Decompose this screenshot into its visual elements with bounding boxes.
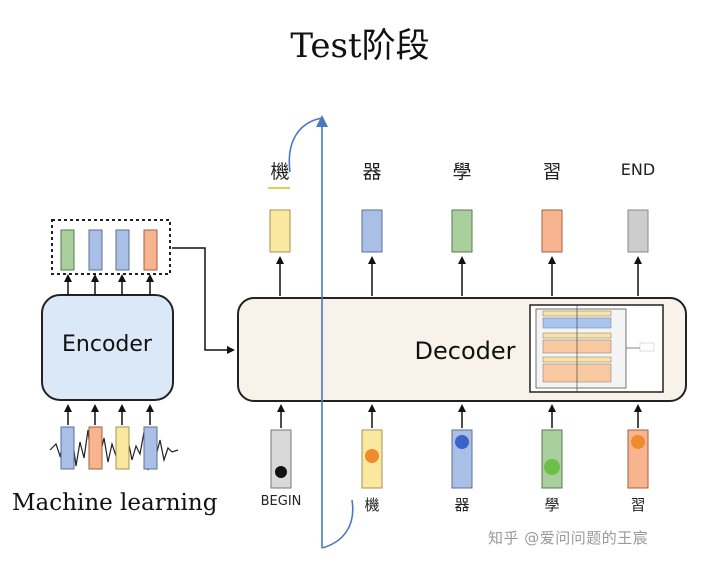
encoder-to-decoder-connector — [172, 247, 235, 354]
encoder-input-block-yellow — [115, 426, 130, 470]
decoder-label: Decoder — [414, 337, 516, 365]
feedback-arrow — [288, 115, 354, 549]
encoder-output-block-blue-1 — [88, 229, 103, 271]
output-token-2: 器 — [362, 161, 382, 183]
page-title: Test阶段 — [290, 26, 430, 66]
output-token-end: END — [620, 160, 656, 179]
output-block-yellow — [269, 209, 291, 253]
input-token-2: 機 — [364, 496, 380, 514]
input-block-gray — [270, 429, 292, 489]
transformer-decoder-thumbnail — [529, 304, 664, 393]
output-block-gray — [627, 209, 649, 253]
input-token-3: 器 — [454, 496, 470, 514]
encoder-output-block-green — [60, 229, 75, 271]
input-token-4: 學 — [544, 496, 560, 514]
input-dot-green — [544, 459, 560, 475]
output-block-orange — [541, 209, 563, 253]
encoder-input-block-blue-1 — [60, 426, 75, 470]
encoder-input-block-orange — [88, 426, 103, 470]
encoder-label: Encoder — [62, 332, 152, 357]
encoder-output-arrows — [64, 274, 154, 295]
input-dot-blue — [455, 435, 469, 449]
input-dot-orange — [365, 449, 379, 463]
input-token-5: 習 — [630, 496, 646, 514]
caption-text: Machine learning — [12, 490, 218, 516]
input-dot-orange-2 — [631, 435, 645, 449]
output-token-4: 習 — [542, 161, 562, 183]
output-token-1: 機 — [270, 161, 290, 183]
encoder-output-block-blue-2 — [115, 229, 130, 271]
output-token-3: 學 — [452, 161, 472, 183]
output-block-blue — [361, 209, 383, 253]
encoder-output-group — [51, 219, 171, 275]
decoder-input-arrows — [277, 404, 642, 428]
decoder-output-arrows — [276, 256, 642, 296]
encoder-input-arrows — [64, 404, 154, 425]
watermark: 知乎 @爱问问题的王宸 — [488, 529, 649, 547]
encoder-box — [41, 294, 174, 401]
output-block-green — [451, 209, 473, 253]
input-token-begin: BEGIN — [260, 494, 302, 509]
encoder-input-block-blue-2 — [143, 426, 158, 470]
encoder-output-block-orange — [143, 229, 158, 271]
input-dot-black — [275, 466, 287, 478]
